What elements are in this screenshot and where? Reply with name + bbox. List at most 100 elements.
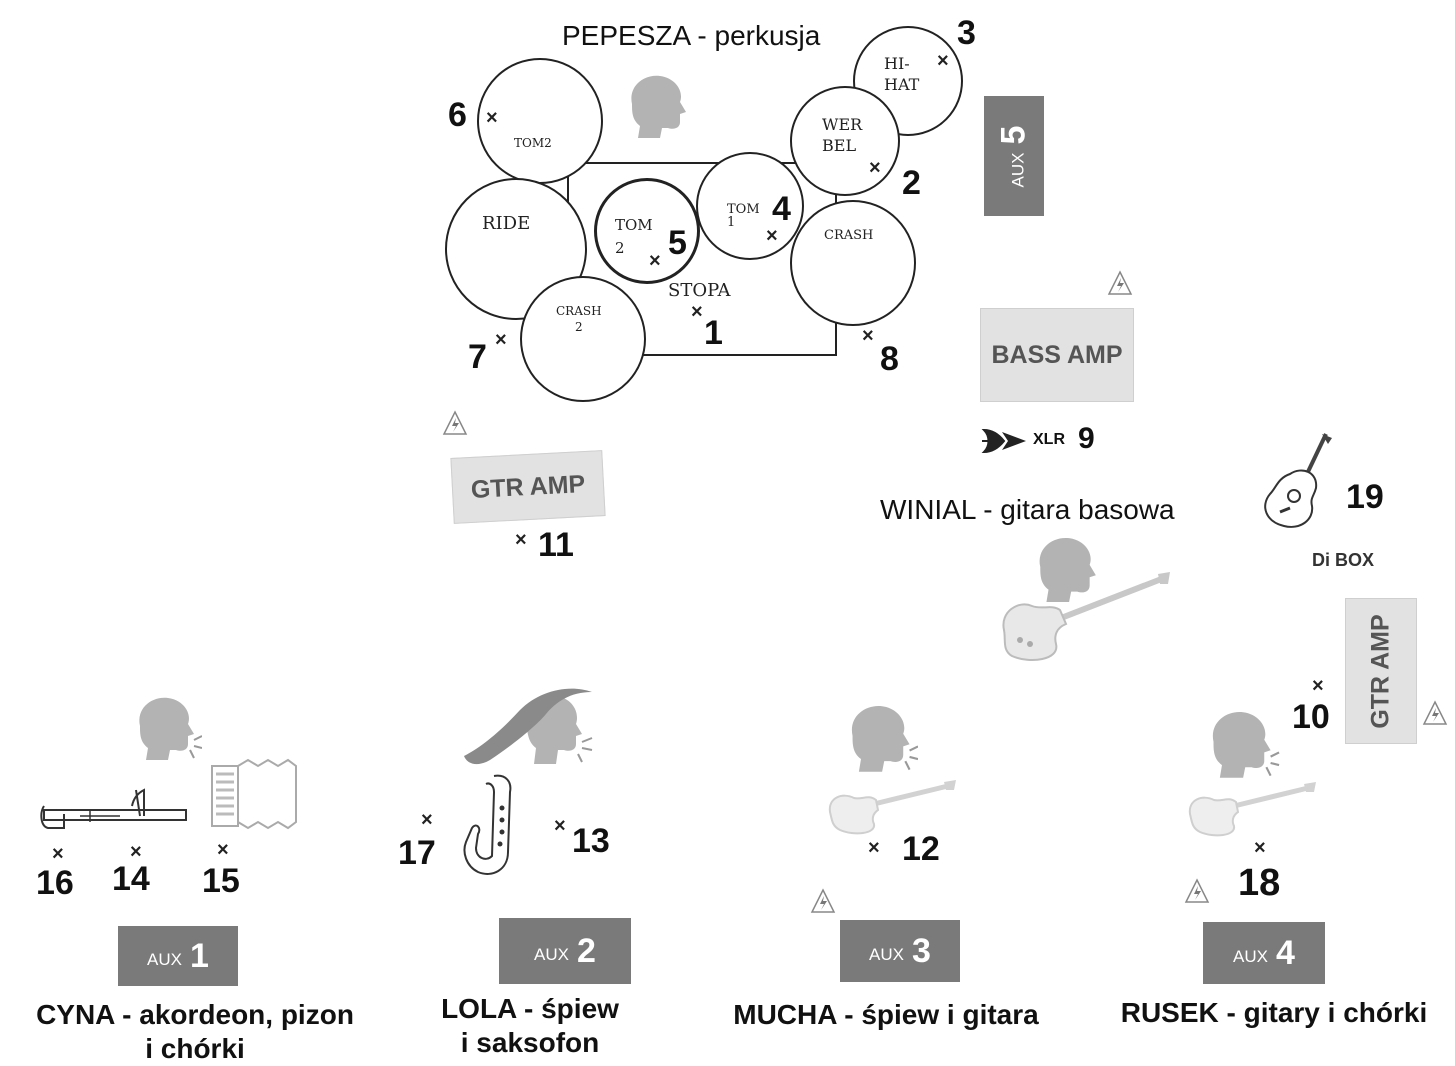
aux-1-number: 1: [190, 936, 209, 975]
channel-2: 2: [902, 164, 921, 202]
bass-amp: BASS AMP: [980, 308, 1134, 402]
aux-4-prefix: AUX: [1233, 947, 1269, 966]
aux-2-number: 2: [577, 931, 596, 970]
head-icon: [464, 688, 593, 765]
channel-13: 13: [572, 822, 610, 860]
channel-7: 7: [468, 338, 487, 376]
aux-5-monitor: AUX 5: [984, 96, 1044, 216]
mic-marker-11: ×: [515, 529, 527, 551]
channel-8: 8: [880, 340, 899, 378]
mic-marker-15: ×: [217, 839, 229, 861]
aux-2-monitor: AUX 2: [499, 918, 631, 984]
mic-marker-6: ×: [486, 107, 498, 129]
channel-4: 4: [772, 190, 791, 228]
lola-caption: LOLA - śpiew i saksofon: [420, 992, 640, 1060]
aux-2-prefix: AUX: [534, 945, 570, 964]
rusek-caption: RUSEK - gitary i chórki: [1120, 997, 1428, 1028]
mic-marker-7: ×: [495, 329, 507, 351]
trombone-icon: [40, 788, 187, 829]
mic-marker-5: ×: [649, 250, 661, 272]
gtr-amp-right-label: GTR AMP: [1366, 613, 1395, 729]
aux-3-number: 3: [912, 931, 931, 970]
aux-4-number: 4: [1276, 933, 1295, 972]
winial-title: WINIAL - gitara basowa: [880, 494, 1175, 525]
xlr-icon: [981, 428, 1026, 454]
drum-crash: [790, 200, 916, 326]
stopa-label: STOPA: [668, 280, 731, 301]
head-icon: [631, 75, 686, 138]
aux-1-monitor: AUX 1: [118, 926, 238, 986]
drum-tom1: [696, 152, 804, 260]
channel-6: 6: [448, 96, 467, 134]
channel-3: 3: [957, 14, 976, 52]
power-icon: [1184, 878, 1210, 903]
tom1-label: TOM 1: [727, 202, 760, 230]
cyna-line-1: CYNA - akordeon, pizon: [36, 999, 354, 1030]
aux-4-monitor: AUX 4: [1203, 922, 1325, 984]
mic-marker-8: ×: [862, 325, 874, 347]
mic-marker-18: ×: [1254, 837, 1266, 859]
channel-18: 18: [1238, 862, 1281, 904]
head-icon: [1212, 711, 1280, 778]
head-icon: [139, 697, 202, 760]
channel-16: 16: [36, 864, 74, 902]
power-icon: [1422, 700, 1448, 725]
mic-marker-3: ×: [937, 50, 949, 72]
channel-10: 10: [1292, 698, 1330, 736]
xlr-label: XLR: [1033, 431, 1065, 448]
channel-9: 9: [1078, 422, 1095, 455]
power-icon: [442, 410, 468, 435]
mic-marker-1: ×: [691, 301, 703, 323]
werbel-label: WER BEL: [822, 115, 863, 155]
lola-line-1: LOLA - śpiew: [441, 993, 619, 1024]
power-icon: [810, 888, 836, 913]
channel-12: 12: [902, 830, 940, 868]
lola-line-2: i saksofon: [460, 1027, 600, 1059]
mic-marker-2: ×: [869, 157, 881, 179]
channel-1: 1: [704, 314, 723, 352]
mic-marker-14: ×: [130, 841, 142, 863]
crash-label: CRASH: [824, 228, 874, 243]
power-icon: [1107, 270, 1133, 295]
drum-crash2: [520, 276, 646, 402]
gtr-amp-right: GTR AMP: [1345, 598, 1417, 744]
mic-marker-4: ×: [766, 225, 778, 247]
cyna-line-2: i chórki: [145, 1033, 245, 1065]
aux-5-prefix: AUX: [1008, 151, 1028, 187]
accordion-icon: [211, 758, 297, 830]
hihat-label: HI- HAT: [884, 54, 920, 94]
channel-17: 17: [398, 834, 436, 872]
channel-5: 5: [668, 224, 687, 262]
head-icon: [1039, 537, 1096, 602]
mic-marker-13: ×: [554, 815, 566, 837]
tom2-mid-label: TOM 2: [615, 216, 653, 257]
mic-marker-10: ×: [1312, 675, 1324, 697]
drum-werbel: [790, 86, 900, 196]
saxophone-icon: [463, 774, 512, 875]
electric-guitar-icon: [828, 780, 956, 835]
cyna-caption: CYNA - akordeon, pizon i chórki: [0, 998, 390, 1066]
aux-5-number: 5: [994, 125, 1033, 144]
mic-marker-16: ×: [52, 843, 64, 865]
mic-marker-17: ×: [421, 809, 433, 831]
drummer-title: PEPESZA - perkusja: [562, 20, 821, 51]
drum-tom2-mid: [594, 178, 700, 284]
crash2-label: CRASH 2: [556, 304, 602, 334]
channel-14: 14: [112, 860, 150, 898]
di-box-label: Di BOX: [1312, 550, 1375, 570]
ride-label: RIDE: [482, 213, 531, 234]
aux-1-prefix: AUX: [147, 950, 183, 969]
bass-guitar-icon: [1002, 572, 1170, 661]
acoustic-guitar-icon: [1264, 433, 1332, 528]
aux-3-monitor: AUX 3: [840, 920, 960, 982]
channel-11: 11: [538, 526, 574, 564]
channel-15: 15: [202, 862, 240, 900]
mucha-caption: MUCHA - śpiew i gitara: [733, 999, 1039, 1030]
mic-marker-12: ×: [868, 837, 880, 859]
electric-guitar-icon: [1188, 782, 1316, 837]
channel-19: 19: [1346, 478, 1384, 516]
head-icon: [851, 706, 918, 772]
tom2-top-label: TOM2: [514, 136, 552, 150]
aux-3-prefix: AUX: [869, 945, 905, 964]
